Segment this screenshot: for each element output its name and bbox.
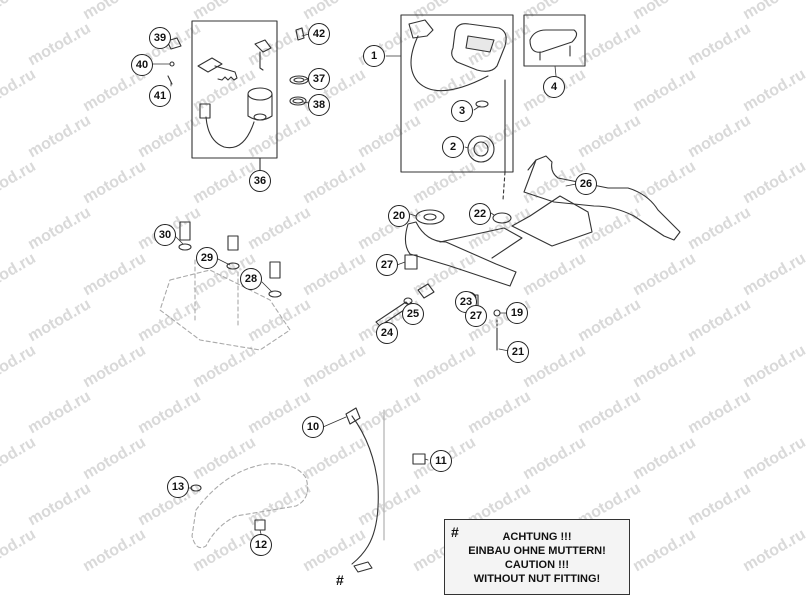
callout-24: 24	[376, 322, 398, 344]
spacer-12	[254, 519, 266, 531]
handlebar-bracket-26	[511, 155, 681, 247]
callout-12: 12	[250, 534, 272, 556]
bracket-eye	[415, 209, 445, 225]
part-4-group	[523, 14, 586, 67]
part-39	[166, 37, 182, 50]
washer-19	[493, 309, 501, 317]
callout-27a: 27	[376, 254, 398, 276]
cable-end-top	[345, 407, 361, 425]
key-icon	[197, 57, 223, 73]
part-4-frame	[523, 14, 586, 67]
connector	[199, 103, 211, 119]
callout-26: 26	[575, 173, 597, 195]
part-3	[475, 100, 489, 108]
speed-cable-10	[345, 407, 426, 573]
nut-22	[492, 212, 512, 224]
callout-1: 1	[363, 45, 385, 67]
speedo-wire	[410, 35, 489, 92]
connector-plug	[408, 19, 434, 39]
callout-36: 36	[249, 170, 271, 192]
callout-25: 25	[402, 303, 424, 325]
ignition-switch-group	[166, 20, 309, 171]
note-line-3: CAUTION !!!	[504, 559, 570, 571]
callout-20: 20	[388, 205, 410, 227]
disc-guard-group	[190, 463, 309, 549]
callout-22: 22	[469, 203, 491, 225]
callout-4: 4	[543, 76, 565, 98]
callout-30: 30	[154, 224, 176, 246]
part-42	[295, 27, 305, 41]
callout-37: 37	[308, 68, 330, 90]
speedometer-frame	[400, 14, 514, 173]
callout-40: 40	[131, 54, 153, 76]
speedometer-body	[451, 23, 507, 72]
mount-bracket-20	[375, 209, 523, 351]
cable-end-bottom	[353, 561, 373, 573]
callout-19: 19	[506, 302, 528, 324]
callout-10: 10	[302, 416, 324, 438]
ring-38	[289, 96, 307, 106]
lamp-29	[227, 235, 239, 251]
callout-39: 39	[149, 27, 171, 49]
switch-wire	[205, 116, 255, 149]
callout-2: 2	[442, 136, 464, 158]
key-head-icon	[254, 39, 272, 53]
speedometer-group	[400, 14, 514, 201]
mount-block	[511, 195, 593, 247]
ignition-group-frame	[191, 20, 278, 159]
callout-27b: 27	[465, 305, 487, 327]
clip-13	[190, 484, 202, 492]
lamp-30	[179, 221, 191, 241]
caution-note: # ACHTUNG !!! EINBAU OHNE MUTTERN! CAUTI…	[444, 519, 630, 595]
part-2	[467, 135, 495, 163]
nut-11	[412, 453, 426, 465]
part-40	[169, 61, 175, 67]
note-line-2: EINBAU OHNE MUTTERN!	[468, 545, 606, 557]
callout-28: 28	[240, 268, 262, 290]
note-hash-marker: #	[451, 524, 459, 540]
callout-29: 29	[196, 247, 218, 269]
callout-38: 38	[308, 94, 330, 116]
note-line-1: ACHTUNG !!!	[502, 531, 572, 543]
rubber-23	[417, 283, 435, 299]
cover-part	[529, 29, 578, 53]
cable-hash-marker: #	[336, 572, 344, 588]
callout-42: 42	[308, 23, 330, 45]
callout-11: 11	[430, 450, 452, 472]
note-text: ACHTUNG !!! EINBAU OHNE MUTTERN! CAUTION…	[445, 530, 629, 586]
lamp-28	[269, 261, 281, 279]
callout-21: 21	[507, 341, 529, 363]
indicator-lamps-group	[159, 221, 291, 351]
bushing-27a	[404, 254, 418, 270]
switch-body-top	[247, 87, 273, 101]
callout-13: 13	[167, 476, 189, 498]
note-line-4: WITHOUT NUT FITTING!	[473, 573, 601, 585]
cable	[351, 415, 379, 565]
callout-41: 41	[149, 85, 171, 107]
callout-3: 3	[451, 100, 473, 122]
